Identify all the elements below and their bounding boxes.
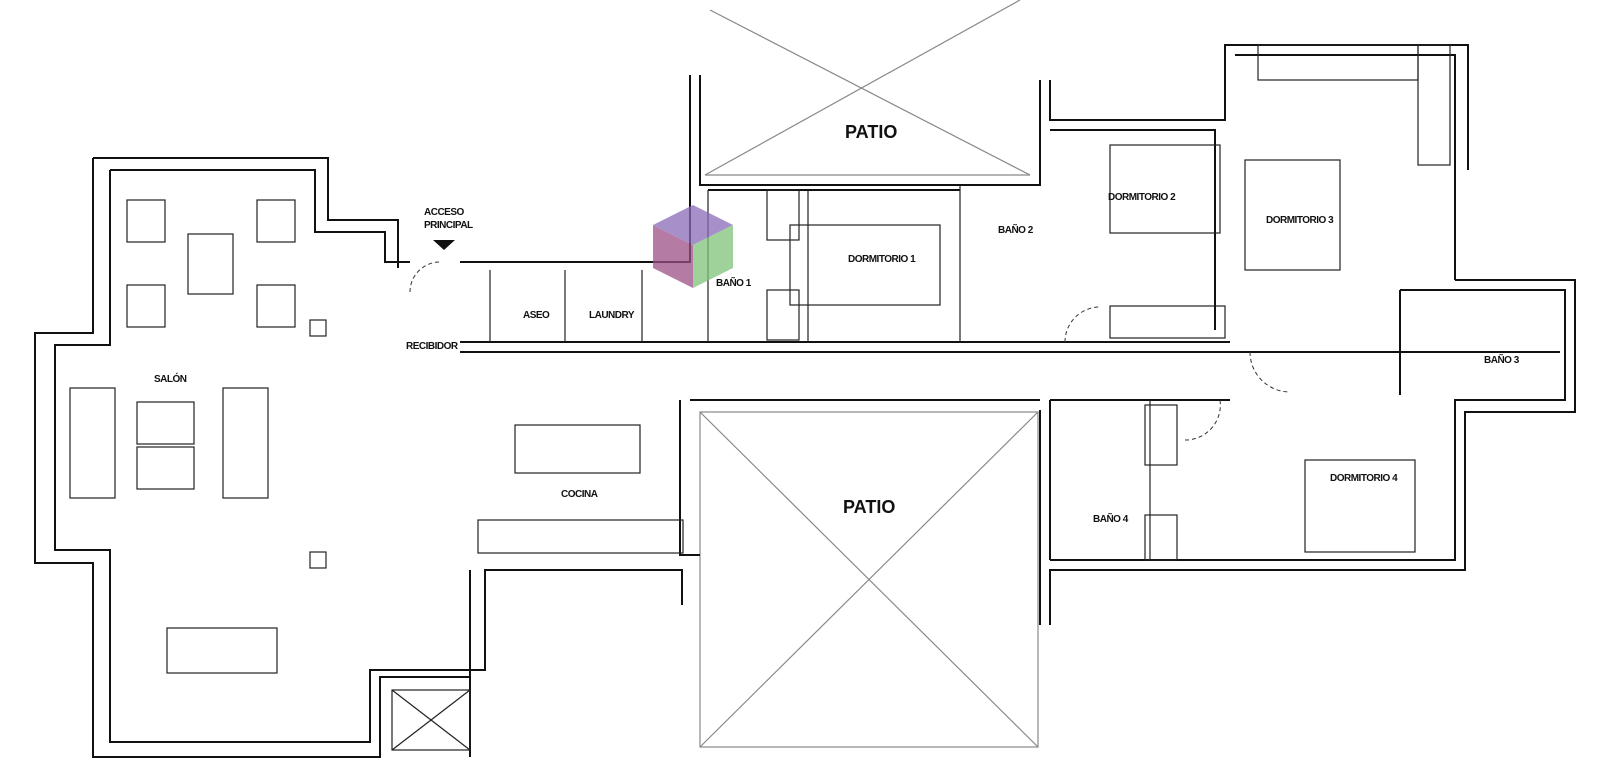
label-cocina: COCINA [561,489,598,500]
label-patio-bottom: PATIO [843,497,895,517]
label-acceso-1: ACCESO [424,207,465,218]
label-dormitorio2: DORMITORIO 2 [1108,192,1176,203]
label-dormitorio4: DORMITORIO 4 [1330,473,1398,484]
label-salon: SALÓN [154,372,187,385]
label-aseo: ASEO [523,310,550,321]
patio-bottom [699,411,1039,748]
label-bano1: BAÑO 1 [716,276,752,289]
label-dormitorio1: DORMITORIO 1 [848,254,916,265]
label-acceso-2: PRINCIPAL [424,220,473,231]
label-dormitorio3: DORMITORIO 3 [1266,215,1334,226]
entrance-arrow-icon [433,240,455,250]
label-bano3: BAÑO 3 [1484,353,1520,366]
patio-top [704,0,1031,176]
label-recibidor: RECIBIDOR [406,341,459,352]
label-patio-top: PATIO [845,122,897,142]
furniture [69,44,1451,751]
label-laundry: LAUNDRY [589,310,635,321]
watermark-logo [653,205,733,288]
label-bano4: BAÑO 4 [1093,512,1129,525]
label-bano2: BAÑO 2 [998,223,1034,236]
walls [34,44,1576,758]
